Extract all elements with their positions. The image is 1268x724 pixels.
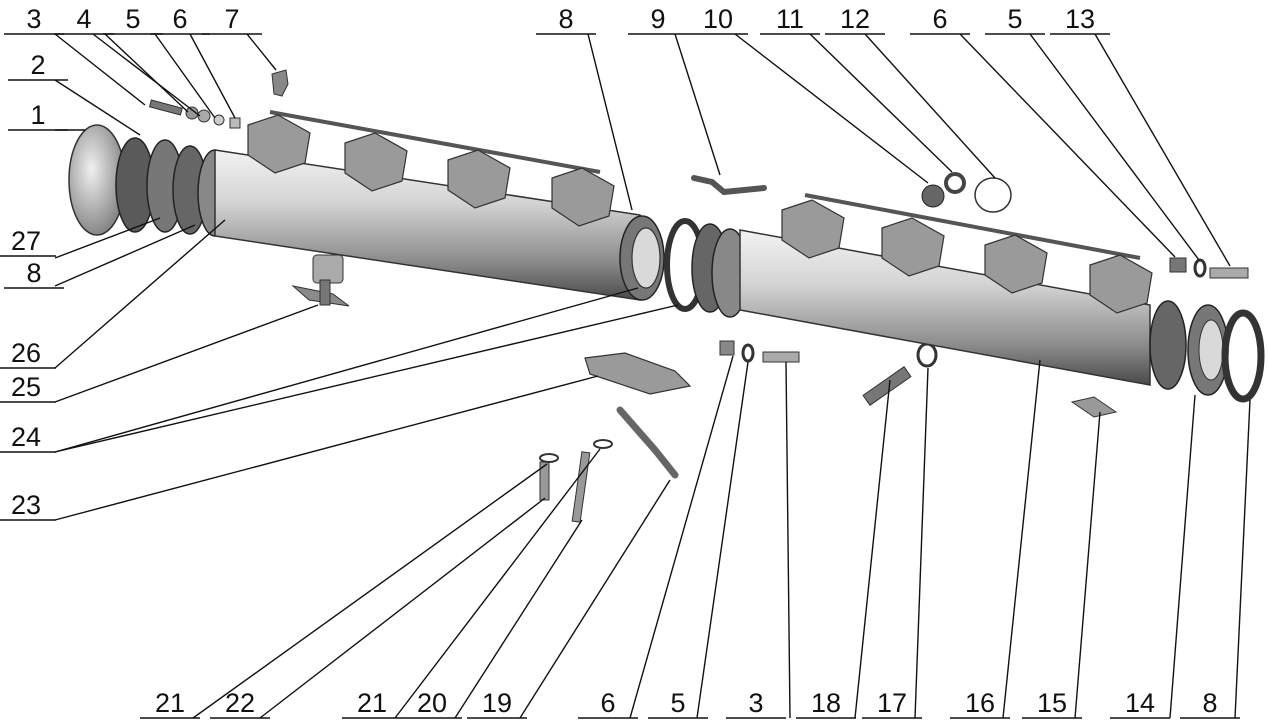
washer-part xyxy=(539,453,559,463)
callout-label: 6 xyxy=(600,688,615,718)
callout-label: 6 xyxy=(172,4,187,34)
callout-label: 21 xyxy=(357,688,387,718)
bolt-part xyxy=(762,351,800,363)
fitting-part xyxy=(271,69,289,97)
callout-label: 20 xyxy=(417,688,447,718)
elbow-part xyxy=(551,167,615,227)
plate-part xyxy=(1070,396,1118,418)
elbow-part xyxy=(881,217,945,277)
washer-part xyxy=(593,439,613,449)
callout-label: 2 xyxy=(30,50,45,80)
nut-part xyxy=(719,340,735,356)
long-bolt-part xyxy=(571,451,591,523)
callout-label: 6 xyxy=(932,4,947,34)
callout-label: 8 xyxy=(558,4,573,34)
elbow-part xyxy=(447,149,511,209)
washer-part xyxy=(916,342,938,368)
washer-part xyxy=(185,106,199,120)
washer-part xyxy=(197,109,211,123)
o-ring-part xyxy=(974,177,1012,213)
gasket-part xyxy=(1221,309,1265,403)
rail-part xyxy=(269,110,601,174)
pipe-end-bore xyxy=(1198,319,1224,381)
flange-part xyxy=(1149,300,1187,390)
callout-label: 3 xyxy=(26,4,41,34)
callout-label: 19 xyxy=(482,688,512,718)
drain-valve-part xyxy=(291,254,350,307)
washer-part xyxy=(1193,258,1207,278)
loose-parts-group xyxy=(539,172,1118,523)
elbow-part xyxy=(247,114,311,174)
tube-part xyxy=(691,175,767,196)
pipe-end-bore xyxy=(631,227,661,289)
callout-label: 27 xyxy=(11,226,41,256)
leader-lines xyxy=(54,33,1251,719)
stud-part xyxy=(862,366,912,406)
pipe-bend-part xyxy=(616,406,679,479)
callout-label: 17 xyxy=(877,688,907,718)
callout-label: 14 xyxy=(1125,688,1155,718)
callout-label: 4 xyxy=(76,4,91,34)
callout-label: 12 xyxy=(840,4,870,34)
elbow-part xyxy=(781,199,845,259)
callout-label: 9 xyxy=(650,4,665,34)
callout-label: 26 xyxy=(11,338,41,368)
nut-part xyxy=(1169,257,1187,273)
callout-label: 3 xyxy=(748,688,763,718)
callout-label: 23 xyxy=(11,490,41,520)
callout-label: 15 xyxy=(1037,688,1067,718)
callout-label: 5 xyxy=(1007,4,1022,34)
callout-label: 5 xyxy=(670,688,685,718)
callout-label: 22 xyxy=(225,688,255,718)
elbow-part xyxy=(1089,254,1153,314)
bolt-part xyxy=(148,99,183,116)
callout-label: 13 xyxy=(1065,4,1095,34)
right-manifold-group xyxy=(691,193,1265,403)
callout-label: 18 xyxy=(811,688,841,718)
callout-label: 24 xyxy=(11,422,41,452)
callout-label: 7 xyxy=(224,4,239,34)
washer-part xyxy=(921,184,945,208)
bolt-part xyxy=(1209,267,1249,279)
rail-part xyxy=(804,193,1141,260)
elbow-part xyxy=(984,234,1048,294)
left-manifold-group xyxy=(68,69,665,307)
washer-part xyxy=(944,172,966,194)
callout-label: 16 xyxy=(965,688,995,718)
elbow-bracket-part xyxy=(584,352,692,395)
callout-label: 21 xyxy=(155,688,185,718)
nut-part xyxy=(229,117,241,129)
washer-part xyxy=(741,343,755,363)
washer-part xyxy=(213,114,225,126)
callout-label: 25 xyxy=(11,372,41,402)
callout-label: 1 xyxy=(30,100,45,130)
callout-label: 10 xyxy=(703,4,733,34)
callout-label: 11 xyxy=(776,4,804,34)
elbow-part xyxy=(344,132,408,192)
callout-label: 8 xyxy=(26,258,41,288)
callout-label: 8 xyxy=(1202,688,1217,718)
callout-label: 5 xyxy=(125,4,140,34)
